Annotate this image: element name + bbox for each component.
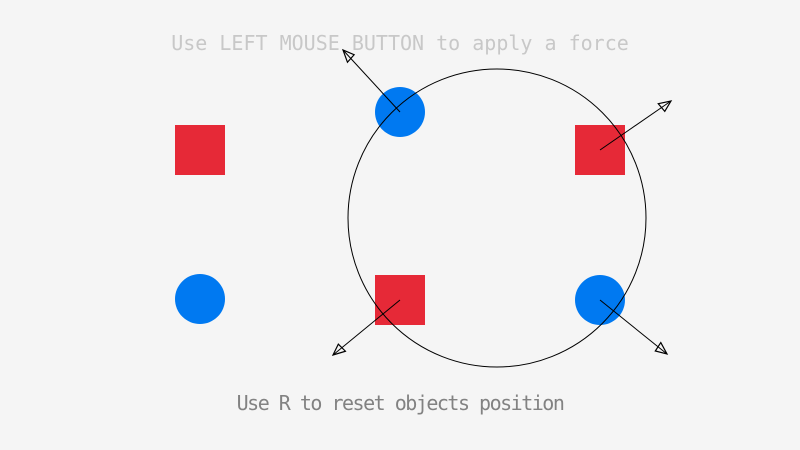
force-arrow-box-bottom bbox=[331, 299, 401, 356]
box-left[interactable] bbox=[175, 125, 225, 175]
force-arrow-box-right bbox=[599, 100, 673, 151]
instruction-reset: Use R to reset objects position bbox=[236, 391, 565, 415]
instruction-apply-force: Use LEFT MOUSE BUTTON to apply a force bbox=[171, 31, 629, 55]
boundary-circle bbox=[347, 68, 647, 368]
ball-left[interactable] bbox=[175, 274, 225, 324]
force-arrow-ball-top bbox=[341, 48, 401, 113]
force-arrow-ball-bottom-right bbox=[599, 299, 669, 355]
scene-layer bbox=[175, 48, 673, 368]
